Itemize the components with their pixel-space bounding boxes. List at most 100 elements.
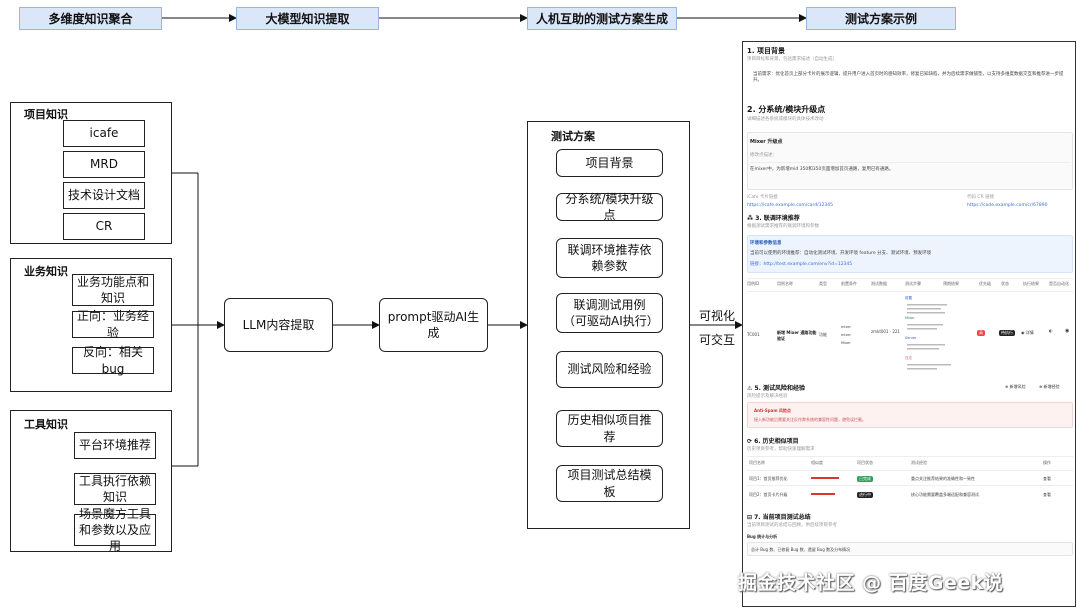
case-id: TC001 [747, 332, 760, 337]
history-row-2-name: 项目2：首页卡片升级 [749, 492, 788, 497]
cr-label: 代码 CR 链接 [967, 195, 995, 200]
detail-link[interactable]: ◉ 详情 [1021, 330, 1034, 336]
plan-item-risk-experience: 测试风险和经验 [556, 351, 663, 388]
case-table-row: TC001 新增 Mixer 通路功能验证 功能 mixer mixer Mix… [747, 294, 1073, 378]
case-name: 新增 Mixer 通路功能验证 [777, 330, 817, 341]
mixer-text: 在mixer中，为新增mid 350和350页面增加首页通路，复用已有通路。 [750, 162, 1070, 172]
detail-label: 详情 [1025, 330, 1034, 335]
hth-exp: 测试经验 [911, 460, 927, 465]
example-s6-sub: 历史项目参考，帮助快速理解需求 [747, 447, 815, 452]
history-row-1-exp: 重点关注推荐结果的准确性和一致性 [911, 476, 975, 481]
env-title: 环境和参数信息 [750, 241, 782, 246]
project-item-mrd: MRD [63, 151, 145, 178]
env-link[interactable]: 链接：http://test.example.com/env?id=12345 [750, 262, 853, 267]
add-experience-button[interactable]: ⊕ 新增经验 [1039, 384, 1060, 389]
example-s1-title: 1. 项目背景 [747, 47, 785, 55]
example-s6-title: ⟳ 6. 历史相似项目 [747, 438, 799, 445]
add-risk-label: 新增风险 [1009, 384, 1026, 389]
business-knowledge-title: 业务知识 [24, 265, 68, 278]
tool-item-platform: 平台环境推荐 [74, 432, 156, 459]
history-row-2-view[interactable]: 查看 [1043, 492, 1051, 497]
label-interactive: 可交互 [699, 333, 736, 347]
history-row-2-similarity-bar [811, 493, 835, 495]
th-expected: 预期结果 [943, 281, 959, 286]
business-item-positive: 正向：业务经验 [72, 309, 154, 340]
example-s2-title: 2. 分系统/模块升级点 [747, 105, 826, 114]
history-row-1-view[interactable]: 查看 [1043, 476, 1051, 481]
header-llm-extraction: 大模型知识提取 [236, 7, 379, 30]
hth-name: 项目名称 [749, 460, 765, 465]
risk-text: 接入新功能后需要关注反作弊系统的兼容性问题，避免误拦截。 [754, 417, 866, 422]
llm-extraction-box: LLM内容提取 [224, 298, 333, 352]
eye-icon: ◉ [1021, 330, 1025, 335]
tool-item-dependency: 工具执行依赖知识 [74, 473, 156, 505]
plan-item-env-recommend: 联调环境推荐依赖参数 [556, 238, 663, 278]
tool-knowledge-title: 工具知识 [24, 418, 68, 431]
example-s7-sub: 当前项目测试的总结与回顾，供后续项目参考 [747, 523, 837, 528]
step-group-3: 日志 [905, 356, 912, 360]
case-pre-2: Mixer [841, 341, 851, 345]
mixer-sub: 修改点描述： [750, 153, 777, 158]
add-experience-label: 新增经验 [1043, 384, 1060, 389]
status-badge: 待执行 [999, 330, 1015, 336]
plan-item-background: 项目背景 [556, 149, 663, 177]
business-item-negative: 反向：相关bug [72, 345, 154, 376]
hth-op: 操作 [1043, 460, 1051, 465]
icafe-link[interactable]: https://icafe.example.com/card/12345 [747, 203, 834, 208]
case-pre-0: mixer [841, 325, 851, 329]
example-s7-text: 总计 Bug 数、已修复 Bug 数、遗留 Bug 数及分布情况 [751, 547, 851, 552]
th-auto: 是否自动化 [1049, 281, 1069, 286]
case-table-header: 用例ID 用例名称 类型 前置条件 测试数据 测试步骤 预期结果 优先级 状态 … [747, 281, 1073, 289]
th-type: 类型 [819, 281, 827, 286]
case-type: 功能 [819, 332, 827, 337]
example-s7-item: Bug 统计与分析 [747, 534, 778, 539]
th-result: 执行结果 [1023, 281, 1039, 286]
history-row-1-status: 已完成 [857, 476, 873, 482]
example-s7-title: ⊟ 7. 当前项目测试总结 [747, 514, 811, 521]
plan-item-test-cases: 联调测试用例（可驱动AI执行） [556, 293, 663, 333]
view-icon[interactable]: ◉ [1065, 328, 1070, 334]
hth-status: 项目状态 [857, 460, 873, 465]
plan-item-history-projects: 历史相似项目推荐 [556, 410, 663, 447]
case-pre-1: mixer [841, 333, 851, 337]
case-steps-lines [907, 304, 951, 370]
header-plan-generation: 人机互助的测试方案生成 [527, 7, 677, 30]
risk-title: Anti-Spam 风险点 [754, 408, 791, 413]
mixer-card: Mixer 升级点 修改点描述： 在mixer中，为新增mid 350和350页… [747, 132, 1073, 190]
add-risk-button[interactable]: ⊕ 新增风险 [1005, 384, 1026, 389]
priority-badge: 高 [977, 330, 985, 336]
history-row-2-exp: 核心功能需要覆盖多端适配和兼容测试 [911, 492, 979, 497]
mixer-title: Mixer 升级点 [750, 139, 783, 145]
project-item-tech-doc: 技术设计文档 [63, 182, 145, 209]
history-row-1-name: 项目1：首页推荐优化 [749, 476, 788, 481]
icafe-label: iCafe 卡片链接 [747, 195, 778, 200]
plan-item-upgrade-points: 分系统/模块升级点 [556, 192, 663, 222]
auto-toggle-icon[interactable]: ◐ [1049, 328, 1053, 333]
history-row-2-status: 进行中 [857, 492, 873, 498]
step-group-0: 前置 [905, 296, 912, 300]
history-row-1-similarity-bar [811, 477, 839, 479]
th-id: 用例ID [747, 281, 760, 286]
business-item-features: 业务功能点和知识 [72, 274, 154, 306]
plan-item-summary-template: 项目测试总结模板 [556, 465, 663, 502]
test-plan-title: 测试方案 [551, 130, 595, 143]
example-s3-title: ⁂ 3. 联调环境推荐 [747, 215, 800, 222]
case-data: zmkt001 · 221 [871, 329, 900, 334]
risk-card: Anti-Spam 风险点 接入新功能后需要关注反作弊系统的兼容性问题，避免误拦… [747, 402, 1073, 428]
th-status: 状态 [1001, 281, 1009, 286]
header-knowledge-aggregation: 多维度知识聚合 [19, 7, 162, 30]
project-item-cr: CR [63, 213, 145, 240]
example-s5-sub: 风险提示及解决经验 [747, 394, 788, 399]
prompt-generation-box: prompt驱动AI生成 [379, 298, 488, 352]
th-name: 用例名称 [777, 281, 793, 286]
step-group-1: Mixer [905, 316, 915, 320]
tool-item-scene-cube: 场景魔方工具和参数以及应用 [74, 507, 156, 553]
project-knowledge-title: 项目知识 [24, 108, 68, 121]
hth-similarity: 相似度 [811, 460, 823, 465]
env-text: 当前可以使用的环境推荐：自动化测试环境、开发环境 feature 分支、测试环境… [750, 251, 932, 256]
example-s1-text: 当前需求：优化首页上部分卡片的展示逻辑，提升用户进入首页时的感知效率，修复已知缺… [753, 72, 1064, 83]
cr-link[interactable]: https://code.example.com/cr/67890 [967, 203, 1048, 208]
project-item-icafe: icafe [63, 120, 145, 147]
summary-card: 总计 Bug 数、已修复 Bug 数、遗留 Bug 数及分布情况 [747, 542, 1073, 556]
